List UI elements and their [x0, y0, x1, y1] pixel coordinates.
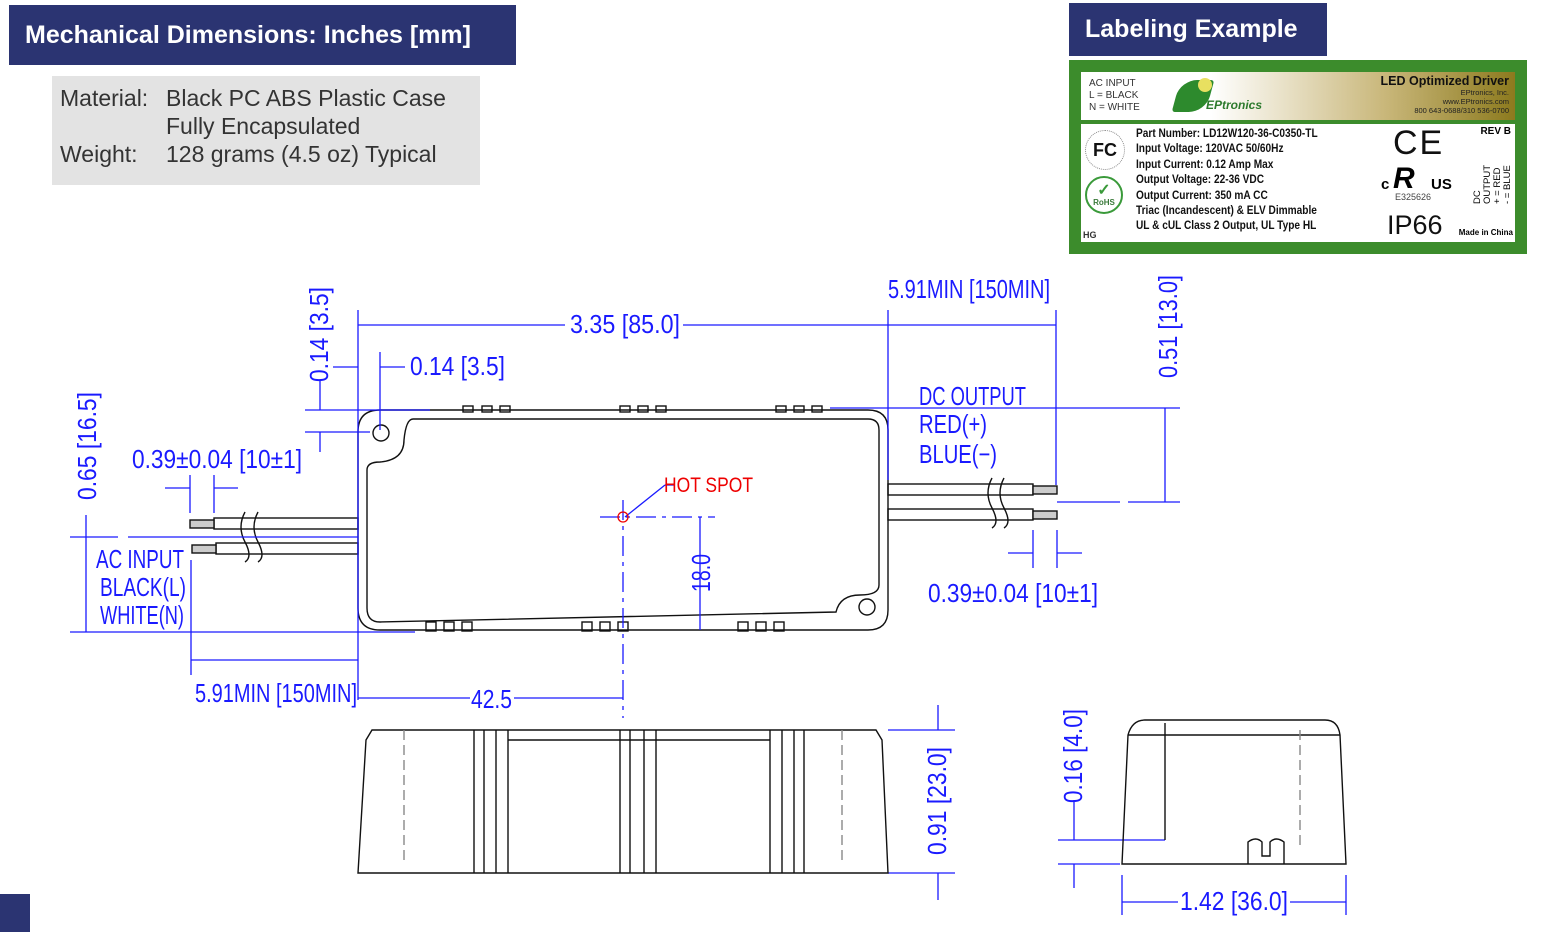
spec-line: Triac (Incandescent) & ELV Dimmable	[1136, 205, 1317, 218]
label-ac-input: AC INPUT	[1089, 78, 1136, 89]
corner-tab	[0, 894, 30, 932]
blue-wire-text: BLUE(−)	[919, 439, 997, 469]
dim-body-length: 3.35 [85.0]	[570, 309, 680, 339]
eptronics-logo: EPtronics	[1171, 76, 1262, 116]
label-n-white: N = WHITE	[1089, 102, 1140, 113]
label-rev: REV B	[1480, 126, 1511, 137]
dim-end-width: 1.42 [36.0]	[1180, 886, 1288, 916]
material-value-2: Fully Encapsulated	[166, 113, 361, 139]
dim-hotspot-y: 18.0	[686, 554, 716, 592]
label-top-band: AC INPUT L = BLACK N = WHITE EPtronics L…	[1081, 72, 1515, 120]
ip-rating: IP66	[1387, 210, 1443, 240]
spec-line: Input Voltage: 120VAC 50/60Hz	[1136, 143, 1284, 156]
ac-input-text: AC INPUT	[96, 544, 184, 574]
fcc-logo: FC	[1085, 130, 1125, 170]
label-phone: 800 643-0688/310 536-0700	[1414, 106, 1509, 115]
dim-output-position: 0.51 [13.0]	[1153, 275, 1183, 378]
dim-hole-offset-x: 0.14 [3.5]	[410, 351, 505, 381]
label-hg: HG	[1083, 230, 1097, 240]
top-view-body	[357, 405, 889, 632]
label-company: EPtronics, Inc.	[1460, 88, 1509, 97]
dim-body-height: 0.65 [16.5]	[72, 392, 102, 500]
labeling-title: Labeling Example	[1069, 3, 1327, 56]
black-wire-text: BLACK(L)	[100, 572, 186, 602]
side-view-body	[357, 729, 889, 874]
dimension-lines	[70, 310, 1347, 915]
red-wire-text: RED(+)	[919, 409, 987, 439]
spec-line: Part Number: LD12W120-36-C0350-TL	[1136, 128, 1318, 140]
spec-line: Input Current: 0.12 Amp Max	[1136, 158, 1274, 171]
dim-hotspot-x: 42.5	[471, 684, 512, 714]
dc-output-text: DC OUTPUT	[919, 381, 1026, 411]
dim-end-step: 0.16 [4.0]	[1058, 709, 1088, 803]
ce-mark: CE	[1393, 124, 1445, 162]
weight-value: 128 grams (4.5 oz) Typical	[166, 141, 437, 167]
white-wire-text: WHITE(N)	[100, 600, 184, 630]
label-l-black: L = BLACK	[1089, 90, 1139, 101]
material-label: Material:	[60, 85, 149, 111]
hot-spot-label: HOT SPOT	[664, 474, 753, 497]
rohs-logo: ✓RoHS	[1085, 176, 1123, 214]
end-view-body	[1121, 719, 1347, 865]
dim-input-strip: 0.39±0.04 [10±1]	[132, 444, 302, 474]
label-website: www.EPtronics.com	[1442, 97, 1509, 106]
hot-spot-marker	[617, 511, 629, 523]
page-title: Mechanical Dimensions: Inches [mm]	[9, 5, 516, 65]
label-made-in: Made in China	[1458, 228, 1513, 237]
spec-line: UL & cUL Class 2 Output, UL Type HL	[1136, 220, 1317, 233]
material-value: Black PC ABS Plastic Case	[166, 85, 446, 111]
spec-line: Output Current: 350 mA CC	[1136, 189, 1268, 202]
dim-output-lead-length: 5.91MIN [150MIN]	[888, 274, 1050, 304]
product-label: AC INPUT L = BLACK N = WHITE EPtronics L…	[1069, 60, 1527, 254]
label-product: LED Optimized Driver	[1380, 74, 1510, 88]
dim-output-strip: 0.39±0.04 [10±1]	[928, 578, 1098, 608]
dim-side-height: 0.91 [23.0]	[922, 747, 952, 855]
ul-mark: c R US E325626	[1381, 162, 1452, 202]
material-info: Material: Black PC ABS Plastic Case Fully…	[52, 76, 480, 185]
dim-input-lead-length: 5.91MIN [150MIN]	[195, 678, 357, 708]
label-specs: Part Number: LD12W120-36-C0350-TL Input …	[1136, 127, 1318, 235]
label-body: FC ✓RoHS HG Part Number: LD12W120-36-C03…	[1081, 124, 1515, 242]
dim-hole-offset-y: 0.14 [3.5]	[304, 287, 334, 382]
dc-output-wires	[887, 477, 1058, 529]
weight-label: Weight:	[60, 141, 138, 167]
spec-line: Output Voltage: 22-36 VDC	[1136, 174, 1265, 187]
